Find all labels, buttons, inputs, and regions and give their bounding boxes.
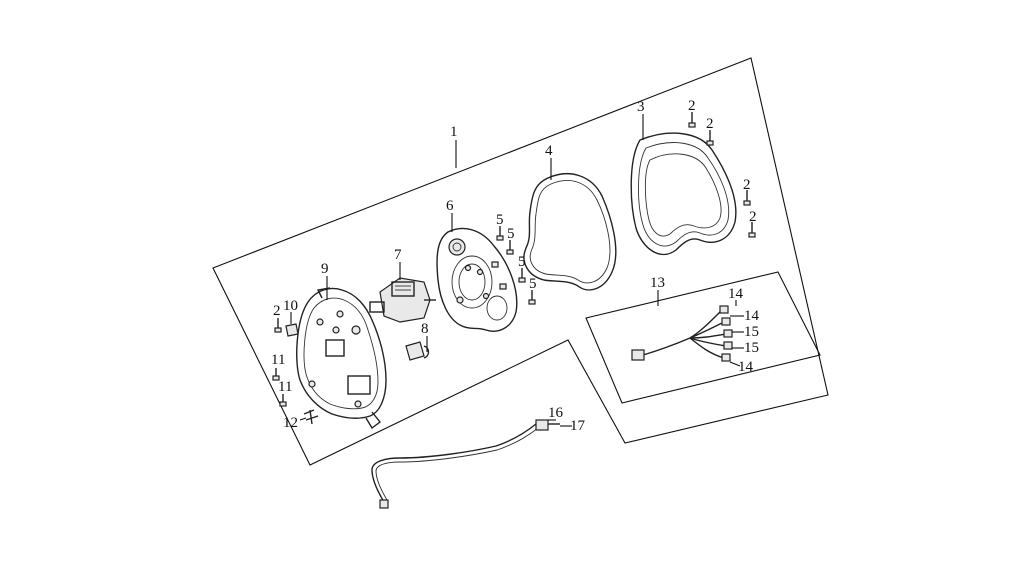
lower-case [296, 287, 387, 430]
label-14-b: 14 [744, 308, 760, 324]
label-10: 10 [283, 298, 298, 314]
screws-2-group [688, 112, 756, 238]
grommet [285, 323, 299, 337]
small-part-8 [405, 341, 430, 361]
label-5-b: 5 [507, 226, 515, 242]
label-2-a: 2 [688, 98, 696, 114]
harness [631, 305, 733, 362]
label-11-b: 11 [278, 379, 292, 395]
screws-5-group [496, 226, 536, 305]
front-cover [630, 132, 737, 256]
label-15-b: 15 [744, 340, 759, 356]
label-6: 6 [446, 198, 454, 214]
label-2-d: 2 [749, 209, 757, 225]
label-7: 7 [394, 247, 402, 263]
label-5-d: 5 [529, 276, 537, 292]
label-16: 16 [548, 405, 564, 421]
assembly-frame [212, 57, 829, 466]
label-17: 17 [570, 418, 586, 434]
label-1: 1 [450, 124, 458, 140]
label-13: 13 [650, 275, 665, 291]
label-4: 4 [545, 143, 553, 159]
label-11-a: 11 [271, 352, 285, 368]
label-12: 12 [283, 415, 298, 431]
gauge-unit [369, 277, 436, 323]
label-5-a: 5 [496, 212, 504, 228]
harness-frame [585, 271, 821, 404]
gauge-face [436, 227, 518, 332]
label-5-c: 5 [518, 254, 526, 270]
clip [303, 409, 319, 425]
leader-14-c [729, 361, 741, 367]
label-15-a: 15 [744, 324, 759, 340]
label-8: 8 [421, 321, 429, 337]
label-9: 9 [321, 261, 329, 277]
leader-12 [299, 417, 307, 421]
label-14-c: 14 [738, 359, 754, 375]
label-2-left: 2 [273, 303, 281, 319]
lens-gasket [523, 173, 617, 291]
label-2-b: 2 [706, 116, 714, 132]
label-3: 3 [637, 99, 645, 115]
screws-11-group [272, 368, 287, 407]
label-14-a: 14 [728, 286, 744, 302]
screw-2-left [274, 318, 282, 333]
speedometer-cable [371, 419, 560, 509]
label-2-c: 2 [743, 177, 751, 193]
